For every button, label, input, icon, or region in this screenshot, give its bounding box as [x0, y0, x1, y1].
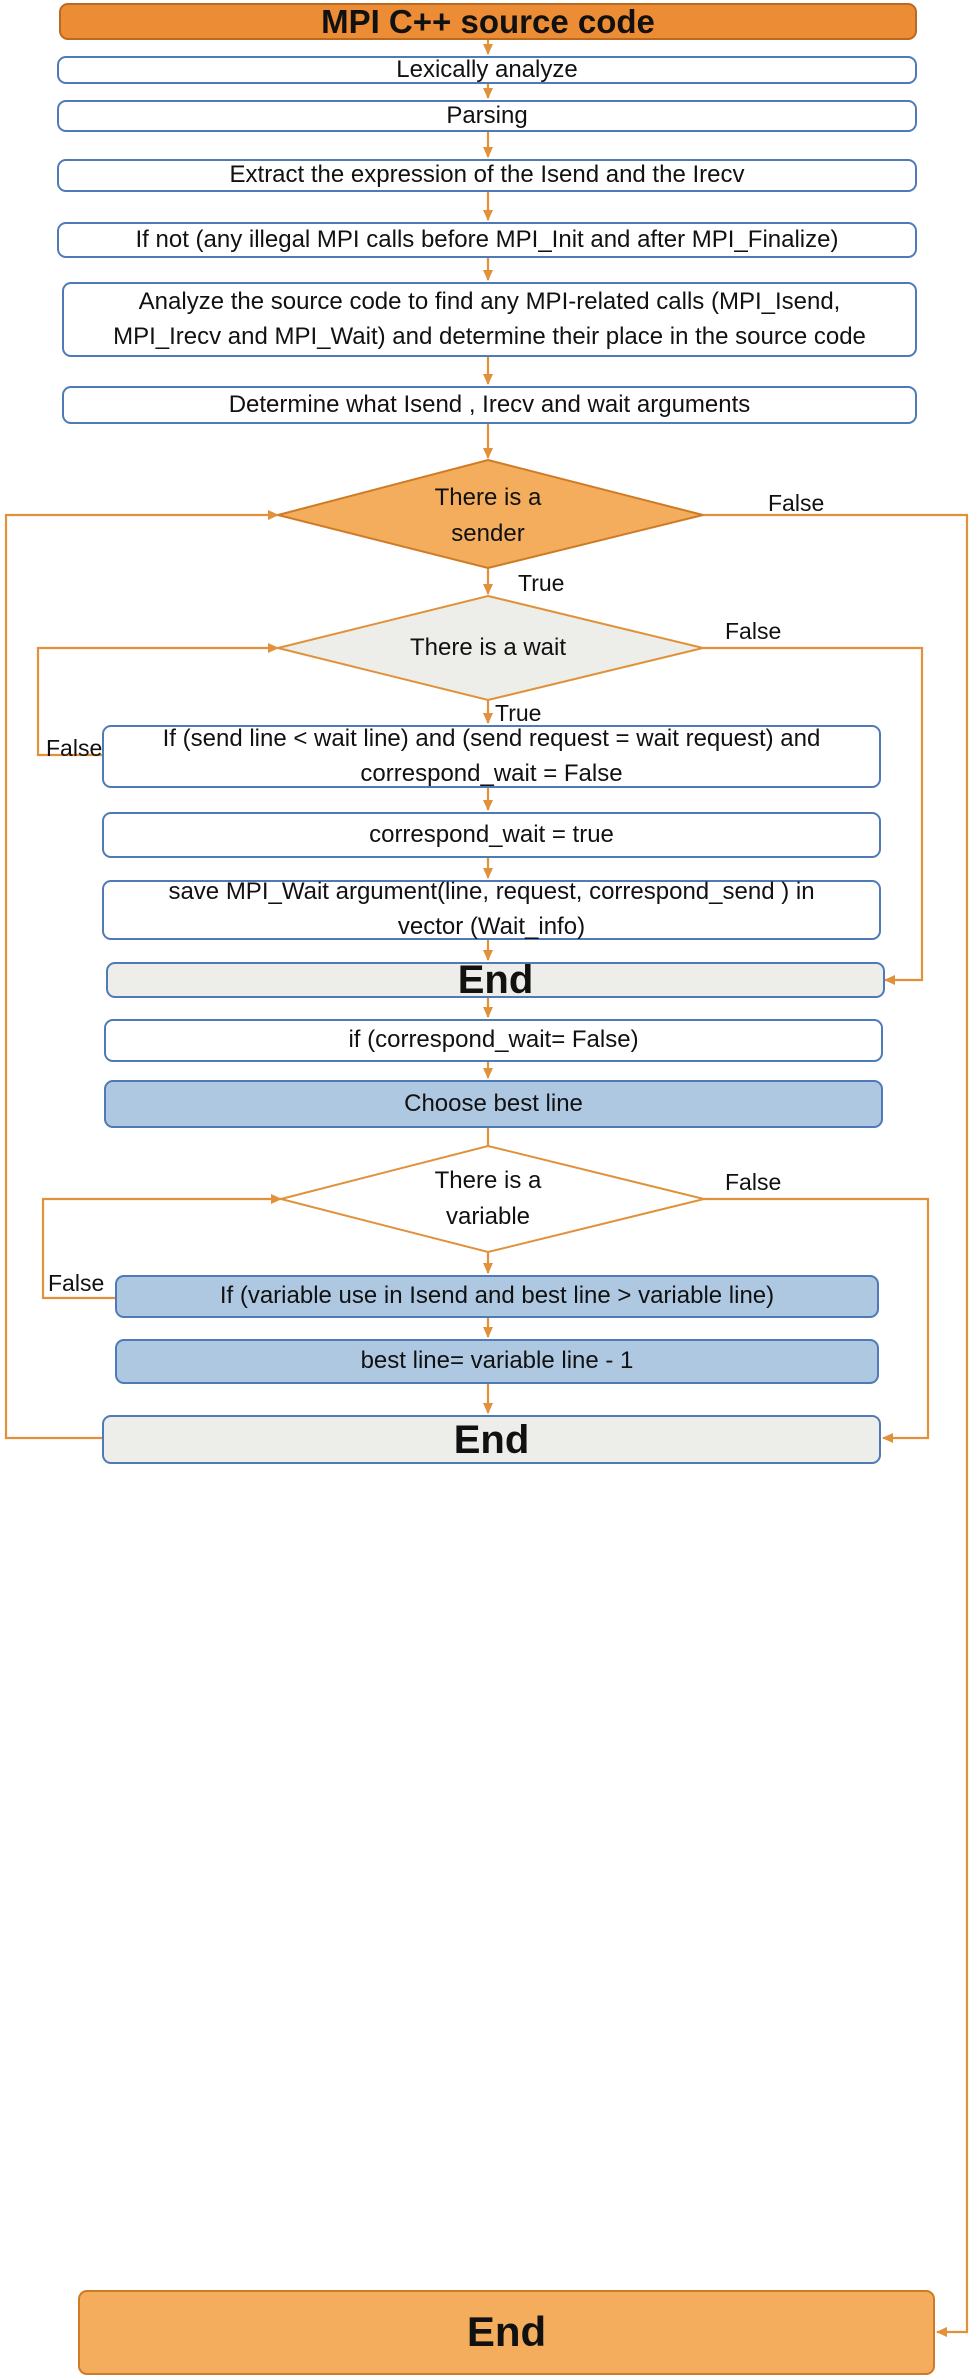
extract-expression-step: Extract the expression of the Isend and … — [57, 159, 917, 192]
start-node: MPI C++ source code — [59, 3, 917, 40]
parsing-step: Parsing — [57, 100, 917, 132]
label-wait-true: True — [495, 700, 542, 726]
label-sender-false: False — [768, 490, 825, 516]
label-variable-false: False — [725, 1169, 782, 1195]
edge-variable-false-end2 — [704, 1197, 930, 1443]
label-ifvar-false: False — [48, 1270, 105, 1296]
save-wait-argument-step: save MPI_Wait argument(line, request, co… — [102, 878, 881, 940]
edge-ifvar-variable-loop — [41, 1194, 282, 1300]
determine-arguments-step: Determine what Isend , Irecv and wait ar… — [62, 386, 917, 424]
label-sender-true: True — [518, 570, 565, 596]
label-ifsend-false: False — [46, 735, 103, 761]
end-node-loop: End — [102, 1415, 881, 1464]
end-node-inner: End — [106, 958, 885, 1002]
edge-ifsend-wait-loop — [36, 643, 279, 757]
end-node-final: End — [78, 2290, 935, 2375]
best-line-assignment-step: best line= variable line - 1 — [115, 1339, 879, 1384]
send-wait-condition-step: If (send line < wait line) and (send req… — [102, 725, 881, 788]
edge-wait-false-end1 — [703, 646, 924, 985]
label-wait-false: False — [725, 618, 782, 644]
variable-use-condition-step: If (variable use in Isend and best line … — [115, 1275, 879, 1318]
lexical-analysis-step: Lexically analyze — [57, 56, 917, 84]
decision-wait-shape — [277, 594, 704, 702]
edge-sender-false-end3 — [703, 513, 969, 2337]
analyze-source-step: Analyze the source code to find any MPI-… — [62, 282, 917, 357]
decision-wait: There is a wait — [409, 634, 567, 661]
choose-best-line-step: Choose best line — [104, 1080, 883, 1128]
illegal-calls-check-step: If not (any illegal MPI calls before MPI… — [57, 222, 917, 258]
decision-variable: There is a variable — [434, 1167, 542, 1230]
decision-sender-shape — [277, 458, 704, 570]
decision-sender: There is a sender — [434, 484, 542, 547]
correspond-wait-false-check: if (correspond_wait= False) — [104, 1019, 883, 1062]
edge-end2-sender-loop — [4, 510, 279, 1440]
correspond-wait-true-step: correspond_wait = true — [102, 812, 881, 858]
decision-variable-shape — [280, 1144, 705, 1254]
